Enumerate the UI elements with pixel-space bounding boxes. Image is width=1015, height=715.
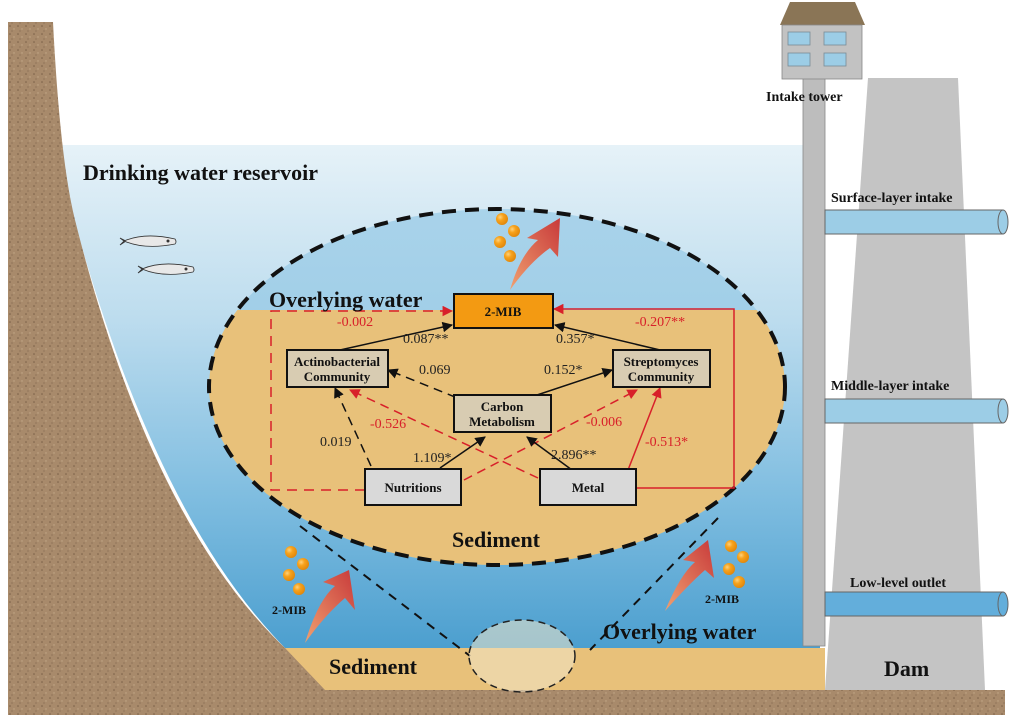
coef-metal-strepto: -0.513*: [645, 435, 688, 450]
dam-label: Dam: [884, 656, 929, 681]
path-nutritions-to-strepto[interactable]: [463, 389, 638, 481]
node-nutritions[interactable]: Nutritions: [364, 468, 462, 506]
bubble-icon: [504, 250, 516, 262]
bubble-icon: [737, 551, 749, 563]
zoom-lens-circle[interactable]: [468, 619, 576, 693]
upward-arrow-icon: [510, 218, 560, 290]
mib-release-left: [283, 546, 355, 643]
node-2-mib[interactable]: 2-MIB: [453, 293, 554, 329]
coef-nutritions-carbon: 1.109*: [413, 451, 452, 466]
path-actino-to-mib[interactable]: [339, 321, 454, 351]
mib-left-label: 2-MIB: [272, 603, 306, 617]
surface-intake-pipe: [824, 209, 1009, 235]
mib-release-right: [665, 540, 749, 611]
coef-strepto-mib: 0.357*: [556, 332, 595, 347]
low-level-outlet-pipe: [824, 591, 1009, 617]
bubble-icon: [733, 576, 745, 588]
middle-intake-label: Middle-layer intake: [831, 379, 949, 394]
node-label: Metabolism: [469, 414, 535, 429]
path-strepto-to-mib[interactable]: [553, 322, 661, 351]
node-streptomyces-community[interactable]: Streptomyces Community: [612, 349, 711, 388]
window-icon: [787, 52, 811, 67]
intake-tower-roof: [780, 2, 865, 25]
coef-carbon-actino: 0.069: [419, 363, 451, 378]
intake-tower-column: [802, 75, 826, 647]
node-label: Community: [304, 369, 371, 384]
upward-arrow-icon: [305, 570, 355, 643]
bubble-icon: [283, 569, 295, 581]
node-label: Actinobacterial: [294, 354, 380, 369]
upward-arrow-icon: [665, 540, 714, 611]
reservoir-title: Drinking water reservoir: [83, 160, 318, 185]
node-carbon-metabolism[interactable]: Carbon Metabolism: [453, 394, 552, 433]
node-label: Metal: [572, 480, 605, 495]
node-label: Nutritions: [384, 480, 441, 495]
intake-tower-label: Intake tower: [766, 90, 843, 105]
node-actinobacterial-community[interactable]: Actinobacterial Community: [286, 349, 389, 388]
bubble-icon: [725, 540, 737, 552]
surface-intake-label: Surface-layer intake: [831, 191, 952, 206]
mib-release-top: [494, 213, 560, 290]
fish-icon: [137, 263, 195, 275]
sediment-bottom-label: Sediment: [329, 654, 418, 679]
middle-intake-pipe: [824, 398, 1009, 424]
coef-carbon-strepto: 0.152*: [544, 363, 583, 378]
path-nutritions-to-mib[interactable]: [270, 305, 454, 491]
path-metal-to-strepto[interactable]: [627, 387, 662, 471]
path-metal-to-carbon[interactable]: [526, 436, 573, 471]
coef-nutritions-strepto: -0.006: [586, 415, 622, 430]
window-icon: [787, 31, 811, 46]
overlying-water-zoom-label: Overlying water: [269, 287, 423, 312]
low-outlet-label: Low-level outlet: [850, 576, 946, 591]
path-nutritions-to-carbon[interactable]: [439, 436, 486, 469]
bubble-icon: [293, 583, 305, 595]
window-icon: [823, 31, 847, 46]
sediment-zoom-label: Sediment: [452, 527, 541, 552]
bubble-icon: [723, 563, 735, 575]
zoom-guide-line: [299, 525, 471, 657]
bubble-icon: [297, 558, 309, 570]
coef-metal-mib: -0.207**: [635, 315, 685, 330]
bubble-icon: [285, 546, 297, 558]
node-label: Carbon: [481, 399, 524, 414]
coef-metal-actino: -0.526: [370, 417, 406, 432]
coef-actino-mib: 0.087**: [403, 332, 449, 347]
coef-nutritions-mib: -0.002: [337, 315, 373, 330]
bubble-icon: [496, 213, 508, 225]
overlying-water-bottom-label: Overlying water: [603, 619, 757, 644]
coef-nutritions-actino: 0.019: [320, 435, 352, 450]
node-label: 2-MIB: [485, 304, 522, 319]
bubble-icon: [494, 236, 506, 248]
fish-icon: [119, 235, 177, 247]
node-label: Streptomyces: [624, 354, 699, 369]
bubble-icon: [508, 225, 520, 237]
path-carbon-to-strepto[interactable]: [536, 368, 613, 396]
path-metal-to-mib[interactable]: [552, 303, 735, 489]
node-metal[interactable]: Metal: [539, 468, 637, 506]
window-icon: [823, 52, 847, 67]
mib-right-label: 2-MIB: [705, 592, 739, 606]
coef-metal-carbon: 2.896**: [551, 448, 597, 463]
path-metal-to-actino[interactable]: [349, 389, 539, 479]
soil-bank[interactable]: [8, 22, 1005, 715]
node-label: Community: [628, 369, 695, 384]
